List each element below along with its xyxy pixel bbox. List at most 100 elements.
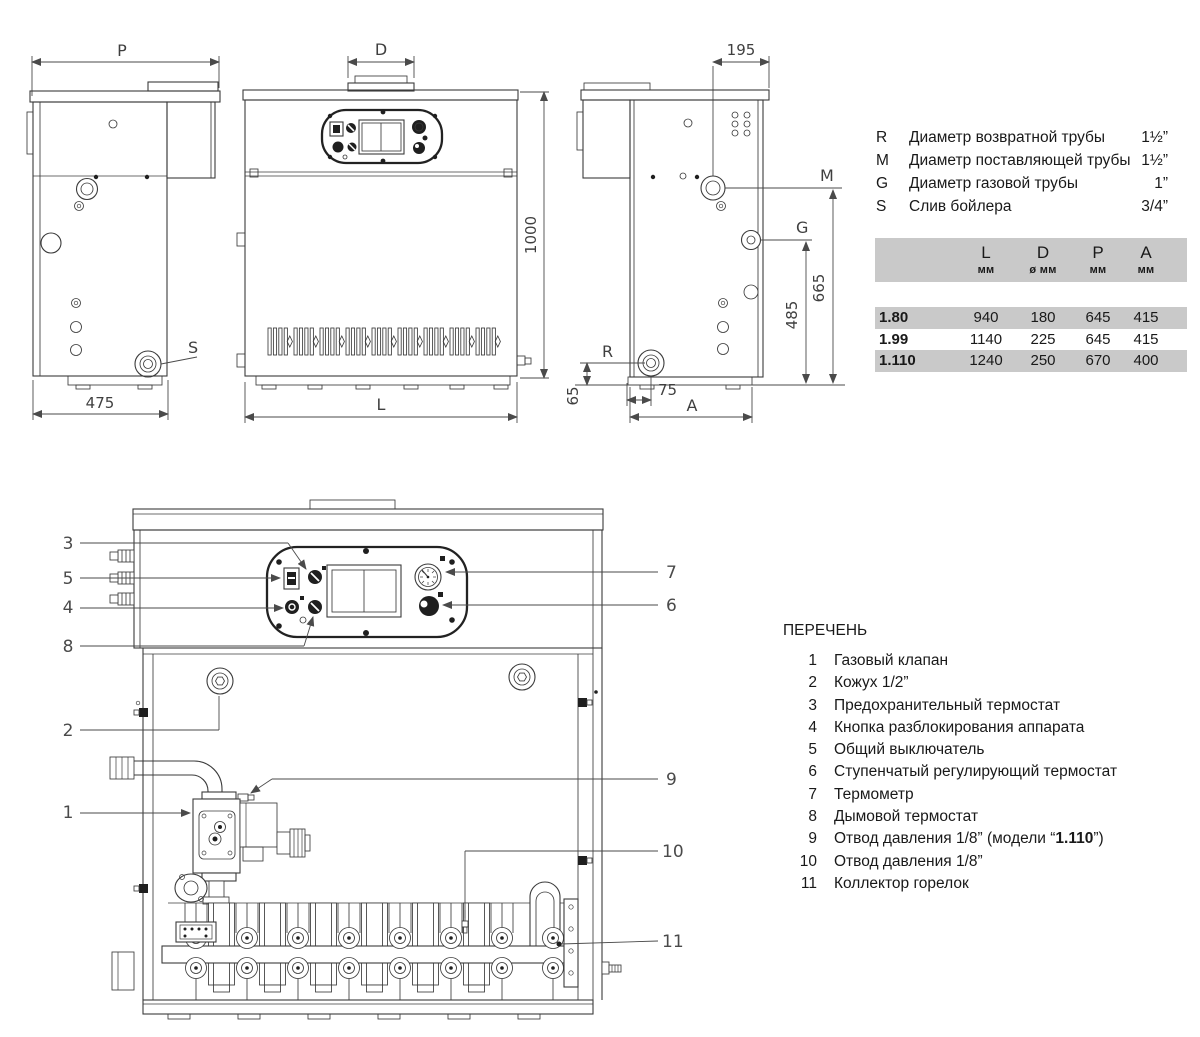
dim-65: 65 [564, 362, 591, 406]
item-number: 1 [808, 652, 817, 669]
callout-5: 5 [63, 569, 281, 589]
table-row: 1.80 940 180 645 415 [875, 307, 1187, 329]
control-band [133, 529, 603, 649]
list-item: 9 Отвод давления 1/8” (модели “1.110”) [783, 828, 1183, 850]
callout-1: 1 [63, 803, 191, 823]
dim-75-label: 75 [658, 381, 677, 399]
legend-row: G Диаметр газовой трубы 1” [876, 172, 1168, 195]
col-letter: P [1092, 243, 1104, 262]
dim-475-label: 475 [86, 394, 115, 412]
dim-1000-label: 1000 [522, 216, 540, 254]
pipe-legend: R Диаметр возвратной трубы 1½” M Диаметр… [876, 126, 1168, 218]
legend-key: S [876, 198, 887, 215]
item-number: 6 [808, 763, 817, 781]
model-name: 1.110 [879, 352, 916, 369]
item-number: 11 [800, 874, 817, 892]
item-text: Предохранительный термостат [834, 696, 1061, 714]
item-text: Кнопка разблокирования аппарата [834, 718, 1085, 736]
callout-8: 8 [63, 616, 315, 657]
legend-key: R [876, 129, 888, 146]
col-unit: ø мм [1029, 264, 1057, 276]
dim-D: D [347, 40, 415, 78]
legend-row: S Слив бойлера 3/4” [876, 195, 1168, 218]
gas-inlet-pipe [109, 756, 223, 792]
list-item: 5 Общий выключатель [783, 739, 1183, 761]
value-l: 1140 [969, 330, 1003, 348]
item-number: 10 [799, 852, 817, 870]
dim-1000: 1000 [520, 91, 549, 379]
list-item: 6 Ступенчатый регулирующий термостат [783, 761, 1183, 783]
callout-11-number: 11 [662, 932, 684, 952]
item-text: Коллектор горелок [834, 874, 969, 892]
dim-l-label: L [377, 395, 386, 414]
ignition-plate [175, 921, 217, 943]
value-l: 1240 [969, 352, 1003, 369]
item-text: Отвод давления 1/8” (модели “1.110”) [834, 830, 1104, 848]
flue-collar [354, 75, 408, 84]
callout-6-number: 6 [666, 596, 677, 616]
callout-2: 2 [63, 696, 220, 741]
drain-fitting [134, 350, 162, 378]
value-a: 415 [1133, 309, 1159, 326]
burner-assembly [161, 881, 579, 1001]
value-a: 415 [1133, 330, 1159, 348]
item-text: Газовый клапан [834, 652, 949, 669]
callout-10-number: 10 [662, 842, 684, 862]
callout-4: 4 [63, 598, 284, 618]
legend-key: G [876, 175, 889, 192]
item-number: 4 [808, 718, 817, 736]
dim-a-label: A [687, 396, 698, 415]
legend-key: M [876, 152, 889, 169]
table-header: L D P A мм ø мм мм мм [875, 238, 1187, 282]
model-name: 1.99 [879, 330, 909, 348]
list-item: 3 Предохранительный термостат [783, 695, 1183, 717]
col-letter: A [1140, 243, 1152, 262]
callout-3: 3 [63, 534, 307, 570]
parts-list: ПЕРЕЧЕНЬ 1 Газовый клапан 2 Кожух 1/2” 3… [783, 621, 1183, 895]
label-m: M [820, 166, 834, 185]
side-view-left: P S 475 [26, 41, 221, 420]
legend-label: Диаметр газовой трубы [909, 175, 1079, 192]
item-number: 5 [808, 741, 817, 759]
item-text: Отвод давления 1/8” [834, 852, 983, 870]
drain-label: S [188, 338, 198, 357]
stage-thermostat-knob [419, 596, 439, 616]
value-d: 180 [1030, 309, 1056, 326]
item-number: 3 [808, 696, 817, 714]
item-number: 2 [808, 674, 817, 692]
legend-value: 3/4” [1141, 198, 1168, 215]
main-switch [283, 567, 300, 590]
dim-195: 195 [712, 41, 770, 184]
sight-glass-right [508, 663, 536, 691]
callout-9-number: 9 [666, 770, 677, 790]
list-item: 4 Кнопка разблокирования аппарата [783, 717, 1183, 739]
list-item: 10 Отвод давления 1/8” [783, 851, 1183, 873]
item-text: Общий выключатель [834, 741, 985, 759]
end-plate [563, 898, 579, 988]
legend-label: Диаметр возвратной трубы [909, 129, 1106, 146]
value-p: 645 [1085, 309, 1111, 326]
item-text: Ступенчатый регулирующий термостат [834, 763, 1118, 781]
callout-9: 9 [250, 770, 677, 794]
list-item: 11 Коллектор горелок [783, 873, 1183, 895]
supply-pipe-m [700, 175, 726, 201]
list-item: 2 Кожух 1/2” [783, 672, 1183, 694]
reset-button [285, 600, 299, 614]
sight-glass-left [206, 667, 234, 695]
legend-value: 1½” [1141, 152, 1168, 169]
left-bracket [111, 951, 135, 991]
label-g: G [796, 218, 808, 237]
dim-665: 665 [810, 189, 837, 384]
callout-8-number: 8 [63, 637, 74, 657]
dimensions-table: L D P A мм ø мм мм мм 1.80 940 180 645 4… [875, 238, 1187, 372]
dim-P: P [31, 41, 220, 96]
col-letter: D [1036, 243, 1050, 262]
callout-1-number: 1 [63, 803, 74, 823]
table-row: 1.99 1140 225 645 415 [875, 329, 1187, 351]
col-unit: мм [977, 264, 995, 276]
callout-11: 11 [560, 932, 684, 952]
callout-7-number: 7 [666, 563, 677, 583]
item-number: 8 [808, 808, 817, 826]
